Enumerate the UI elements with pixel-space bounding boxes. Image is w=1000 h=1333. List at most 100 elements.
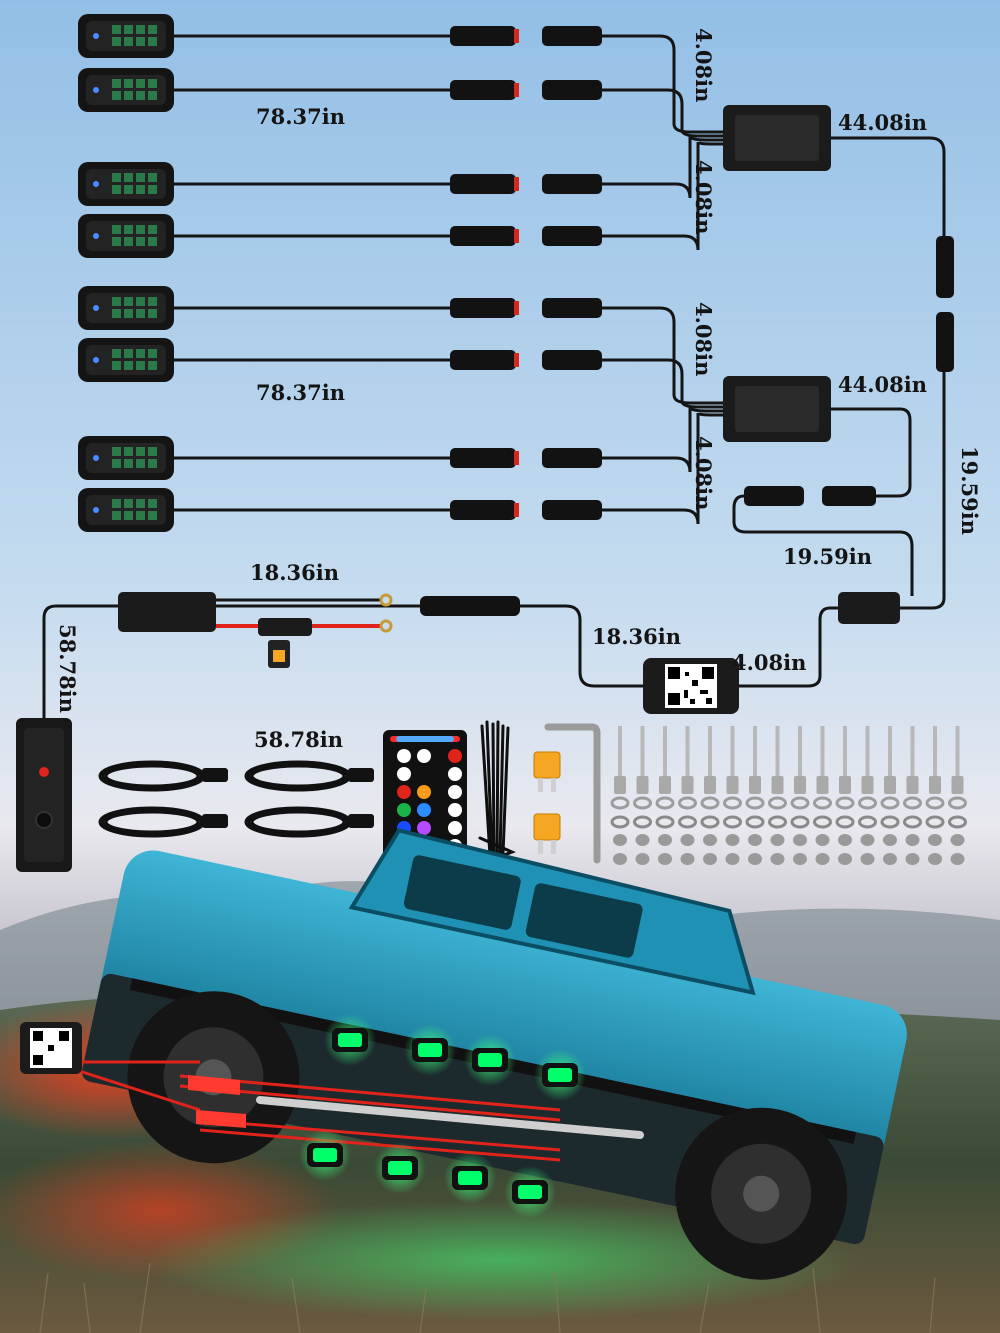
bolt-set bbox=[880, 726, 900, 865]
extension-vertical-wire bbox=[900, 372, 946, 610]
spare-fuses bbox=[533, 751, 561, 854]
rock-light-pod bbox=[78, 436, 174, 480]
dim-controller-lead: 4.08in bbox=[732, 650, 807, 675]
underbody-rock-light bbox=[332, 1028, 368, 1052]
extension-connector bbox=[936, 236, 954, 298]
remote-button-w bbox=[448, 767, 462, 781]
underbody-bar bbox=[256, 1096, 644, 1139]
underbody-rock-light bbox=[472, 1048, 508, 1072]
underbody-rock-light bbox=[307, 1143, 343, 1167]
branch-wire bbox=[602, 141, 723, 251]
bolt-set bbox=[655, 726, 675, 865]
rock-light-pod bbox=[78, 68, 174, 112]
underbody-rock-light bbox=[542, 1063, 578, 1087]
rock-light-pod bbox=[78, 338, 174, 382]
splitter-box-bottom bbox=[723, 376, 831, 442]
dim-bottom-branch-lower: 4.08in bbox=[691, 436, 716, 511]
underbody-rock-light bbox=[412, 1038, 448, 1062]
bolt-set bbox=[813, 726, 832, 865]
dim-extension-loop: 19.59in bbox=[783, 544, 873, 569]
dim-bottom-hub-lead: 44.08in bbox=[838, 372, 928, 397]
harness-control-wire bbox=[520, 604, 643, 688]
ring-terminal bbox=[379, 619, 393, 633]
rock-light-pods bbox=[78, 14, 174, 532]
underbody-rock-light bbox=[382, 1156, 418, 1180]
dim-extension-vertical: 19.59in bbox=[957, 446, 982, 536]
dim-top-branch-lower: 4.08in bbox=[691, 160, 716, 235]
bolt-set bbox=[700, 726, 720, 865]
dim-harness-control: 18.36in bbox=[592, 624, 682, 649]
dim-switch-lead: 58.78in bbox=[55, 624, 80, 714]
underbody-rock-light bbox=[452, 1166, 488, 1190]
bolt-set bbox=[678, 726, 697, 865]
extension-connector bbox=[936, 312, 954, 372]
branch-wire bbox=[602, 88, 723, 138]
harness-connector bbox=[420, 596, 520, 616]
extension-cables bbox=[98, 760, 374, 838]
remote-button-color bbox=[417, 785, 431, 799]
extension-cable-coil bbox=[98, 806, 228, 838]
hub-lead-top bbox=[831, 136, 946, 240]
underbody-controller bbox=[20, 1022, 82, 1074]
underbody-red-wire bbox=[179, 1074, 561, 1162]
dim-top-hub-lead: 44.08in bbox=[838, 110, 928, 135]
bolt-set bbox=[925, 726, 945, 865]
remote-button-color bbox=[397, 785, 411, 799]
truck-wheels bbox=[127, 991, 848, 1280]
bluetooth-controller bbox=[643, 658, 739, 714]
connectors bbox=[379, 26, 954, 633]
extension-connector bbox=[744, 486, 804, 506]
waterproof-connector bbox=[450, 226, 602, 246]
bolt-set bbox=[948, 726, 967, 865]
branch-wire bbox=[602, 412, 723, 525]
dim-top-branch-upper: 4.08in bbox=[691, 28, 716, 103]
remote-button-fade bbox=[448, 821, 462, 835]
underbody-red-wire bbox=[69, 1060, 201, 1112]
rock-light-pod bbox=[78, 286, 174, 330]
remote-button-color bbox=[417, 821, 431, 835]
extension-connector bbox=[822, 486, 876, 506]
branch-wire bbox=[602, 406, 723, 473]
rock-light-pod bbox=[78, 488, 174, 532]
rocker-switch bbox=[16, 718, 72, 872]
bolt-set bbox=[835, 726, 855, 865]
bolt-set bbox=[745, 726, 765, 865]
bolt-set bbox=[858, 726, 877, 865]
branch-wire bbox=[602, 358, 723, 409]
rock-light-pod bbox=[78, 214, 174, 258]
dim-harness-power: 18.36in bbox=[250, 560, 340, 585]
harness-splitter-box bbox=[118, 592, 216, 632]
bolt-set bbox=[633, 726, 652, 865]
harness-y-connector bbox=[838, 592, 900, 624]
hub-lead-bottom bbox=[831, 407, 912, 498]
waterproof-connector bbox=[450, 298, 602, 318]
branch-wire bbox=[602, 135, 723, 199]
splitter-box-top bbox=[723, 105, 831, 171]
remote-button-strobe bbox=[448, 803, 462, 817]
extension-cable-coil bbox=[98, 760, 228, 792]
truck-illustration bbox=[81, 828, 907, 1280]
remote-button-music bbox=[417, 749, 431, 763]
waterproof-connector bbox=[450, 448, 602, 468]
green-ground-glow bbox=[140, 1200, 860, 1320]
extension-loop-wire bbox=[732, 494, 914, 596]
remote-button-moon bbox=[397, 767, 411, 781]
switch-lead-wire bbox=[42, 604, 118, 718]
controller-lead-wire bbox=[739, 606, 838, 688]
underbody-rock-light bbox=[512, 1180, 548, 1204]
waterproof-connector bbox=[450, 80, 602, 100]
rock-light-pod bbox=[78, 162, 174, 206]
mounting-hardware bbox=[610, 726, 967, 865]
dim-extension-cables: 58.78in bbox=[254, 727, 344, 752]
remote-button-flash bbox=[448, 785, 462, 799]
bolt-set bbox=[723, 726, 742, 865]
remote-button-on-off bbox=[448, 749, 462, 763]
dim-top-pod-lead: 78.37in bbox=[256, 104, 346, 129]
remote-button-color bbox=[397, 803, 411, 817]
waterproof-connector bbox=[450, 174, 602, 194]
bolt-set bbox=[610, 726, 630, 865]
bolt-set bbox=[903, 726, 922, 865]
extension-cable-coil bbox=[244, 806, 374, 838]
